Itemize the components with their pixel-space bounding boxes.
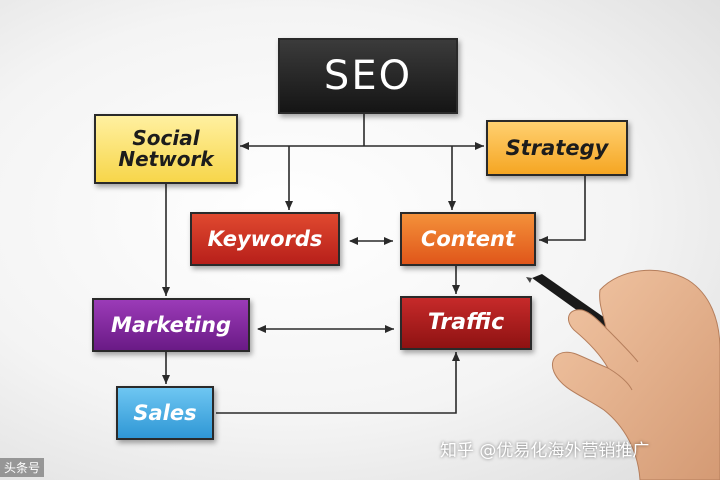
hand-with-marker-illustration [526, 269, 720, 480]
node-seo: SEO [278, 38, 458, 114]
node-sales: Sales [116, 386, 214, 440]
watermark-text: 知乎 @优易化海外营销推广 [440, 441, 650, 461]
node-social-network: Social Network [94, 114, 238, 184]
node-keywords: Keywords [190, 212, 340, 266]
corner-watermark: 头条号 [0, 458, 45, 477]
node-keywords-label: Keywords [207, 226, 323, 251]
node-seo-label: SEO [323, 53, 413, 99]
node-social-network-label: Social Network [118, 126, 214, 171]
node-traffic-label: Traffic [427, 310, 505, 336]
node-strategy-label: Strategy [505, 135, 609, 160]
node-marketing-label: Marketing [110, 312, 232, 337]
connector-sales-to-traffic [216, 352, 460, 414]
node-content-label: Content [420, 226, 516, 251]
node-strategy: Strategy [486, 120, 628, 176]
node-content: Content [400, 212, 536, 266]
node-sales-label: Sales [133, 400, 197, 425]
node-marketing: Marketing [92, 298, 250, 352]
hand-shape [552, 269, 720, 480]
node-traffic: Traffic [400, 296, 532, 350]
connector-strategy-to-content [539, 176, 586, 244]
